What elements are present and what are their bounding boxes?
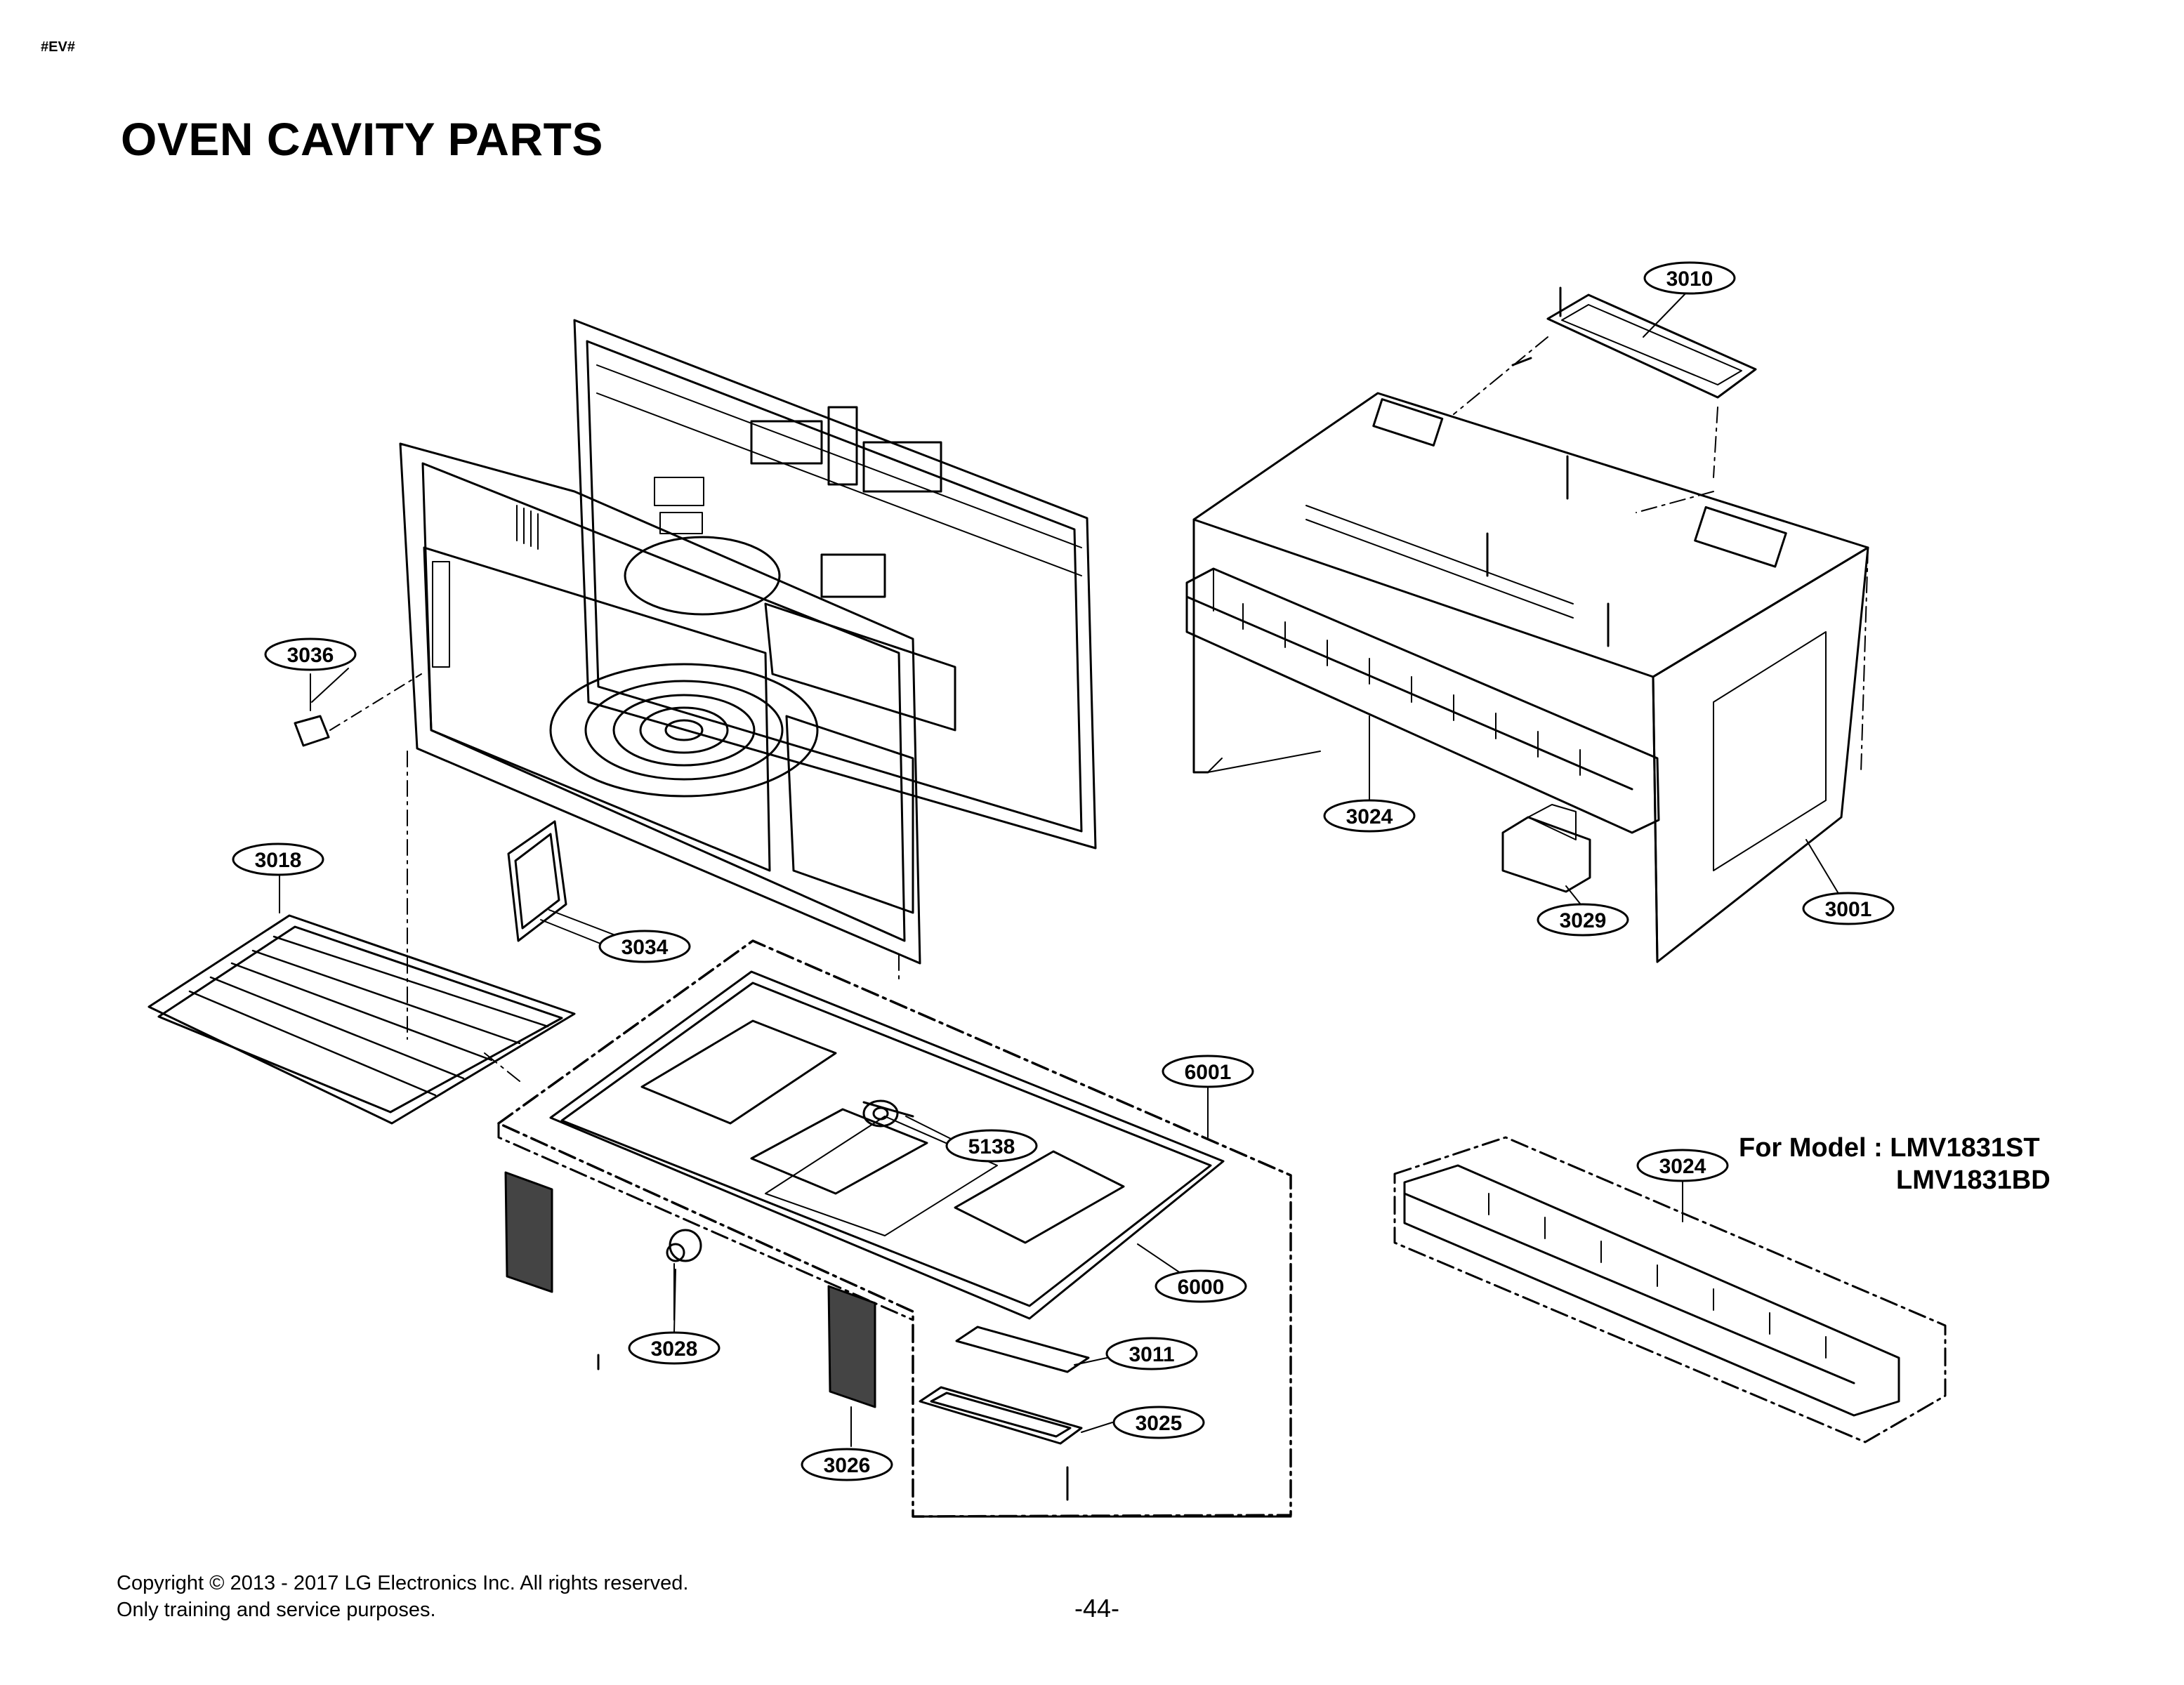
copyright-notice: Copyright © 2013 - 2017 LG Electronics I… xyxy=(117,1570,688,1623)
outer-case-3001 xyxy=(1192,392,1869,963)
callout-6000-label: 6000 xyxy=(1178,1276,1225,1299)
callout-3029-label: 3029 xyxy=(1560,909,1607,932)
bottom-plate-6001 xyxy=(497,939,1292,1518)
callout-6001-label: 6001 xyxy=(1185,1061,1232,1084)
callout-3034-label: 3034 xyxy=(621,936,669,959)
callout-3018: 3018 xyxy=(232,842,324,876)
bottom-plate-6000 xyxy=(549,970,1225,1320)
copyright-line1: Copyright © 2013 - 2017 LG Electronics I… xyxy=(117,1572,689,1594)
callout-3010-label: 3010 xyxy=(1666,267,1713,291)
callout-3028-label: 3028 xyxy=(651,1337,698,1361)
oven-cavity-drawing xyxy=(399,319,1097,965)
model-note-line1: For Model : LMV1831ST xyxy=(1739,1133,2040,1163)
callout-5138: 5138 xyxy=(945,1129,1038,1163)
callout-3025-label: 3025 xyxy=(1136,1412,1183,1435)
part-3034-plate xyxy=(507,820,612,949)
callout-3025: 3025 xyxy=(1112,1406,1205,1439)
callout-3036-label: 3036 xyxy=(287,644,334,667)
callout-3029: 3029 xyxy=(1537,903,1629,937)
callout-3001: 3001 xyxy=(1802,892,1895,925)
model-note: For Model : LMV1831ST LMV1831BD xyxy=(1739,1132,2051,1196)
callout-3036: 3036 xyxy=(264,637,357,671)
case-screws xyxy=(1486,455,1610,647)
callout-5138-label: 5138 xyxy=(968,1135,1015,1158)
part-3036-bracket xyxy=(294,673,422,747)
callout-3024-upper: 3024 xyxy=(1323,799,1416,833)
part-3011-lens xyxy=(955,1326,1090,1373)
part-3010-bracket xyxy=(1453,286,1757,513)
callout-3018-label: 3018 xyxy=(255,849,302,872)
part-3025-frame xyxy=(919,1386,1083,1501)
callout-3001-label: 3001 xyxy=(1825,898,1872,921)
callout-3028: 3028 xyxy=(628,1331,721,1365)
callout-3026-label: 3026 xyxy=(824,1454,871,1477)
part-3026-filter xyxy=(827,1285,876,1408)
callout-3024-lower: 3024 xyxy=(1636,1149,1729,1182)
part-3024-alt-vent xyxy=(1393,1136,1947,1443)
callout-6000: 6000 xyxy=(1155,1269,1247,1303)
callout-3024-upper-label: 3024 xyxy=(1346,805,1393,828)
part-5138-thermostat xyxy=(862,1099,914,1128)
part-filter-left xyxy=(504,1171,553,1293)
document-tag: #EV# xyxy=(41,39,75,55)
callout-3024-lower-label: 3024 xyxy=(1659,1155,1706,1178)
callout-3034: 3034 xyxy=(598,930,691,963)
page-title: OVEN CAVITY PARTS xyxy=(121,113,603,165)
callout-3011: 3011 xyxy=(1105,1337,1198,1370)
callout-3010: 3010 xyxy=(1643,261,1736,295)
callout-3011-label: 3011 xyxy=(1129,1343,1174,1366)
part-3029-latch xyxy=(1501,804,1591,893)
callout-3026: 3026 xyxy=(801,1448,893,1481)
part-3024-vent-grille xyxy=(1185,567,1660,834)
copyright-line2: Only training and service purposes. xyxy=(117,1599,436,1621)
page-number: -44- xyxy=(1074,1594,1120,1623)
callout-6001: 6001 xyxy=(1162,1055,1254,1088)
model-note-line2: LMV1831BD xyxy=(1896,1165,2051,1195)
part-3018-rack xyxy=(147,877,576,1125)
